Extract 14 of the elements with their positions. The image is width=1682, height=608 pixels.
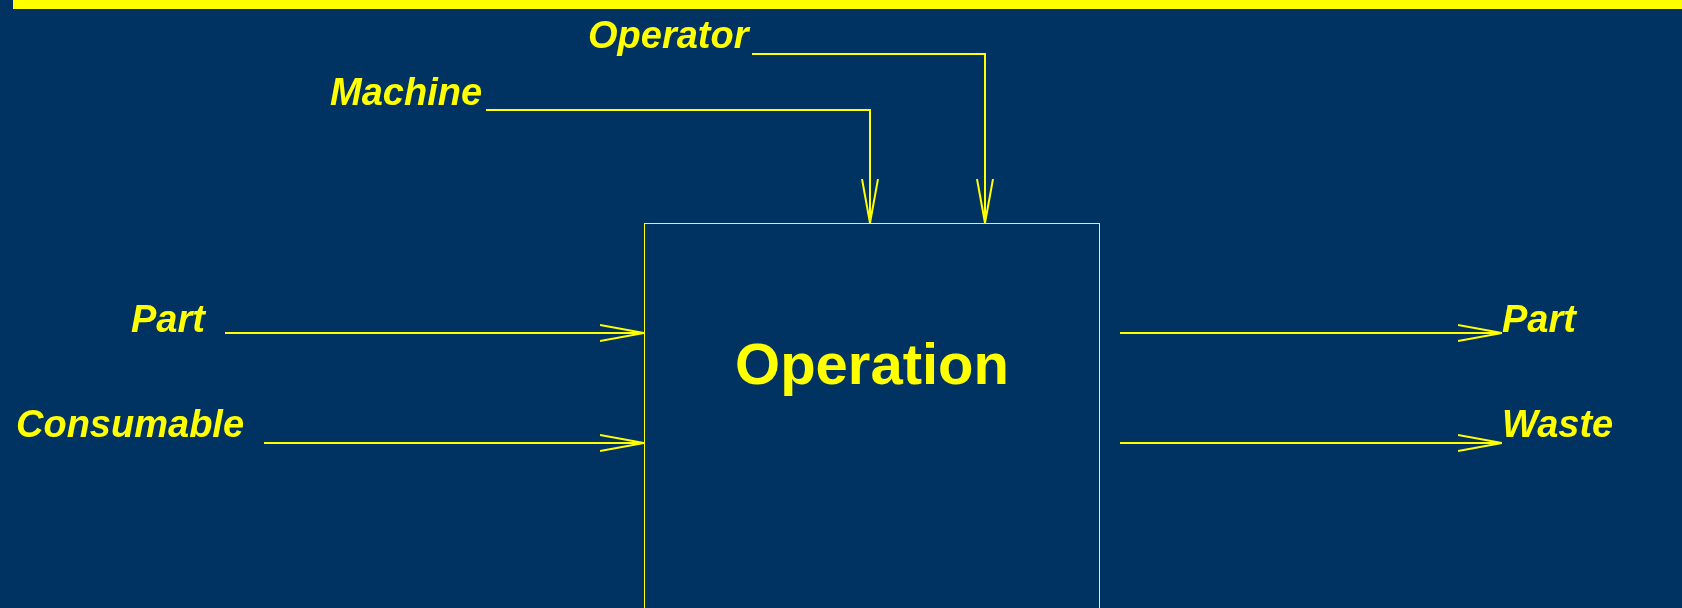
flow-label: Part <box>1502 299 1576 339</box>
arrow <box>263 434 645 452</box>
flow-label: Operator <box>588 15 749 55</box>
flow-label: Consumable <box>16 404 245 444</box>
process-title: Operation <box>735 332 1009 396</box>
arrow <box>1119 434 1503 452</box>
arrow <box>224 324 645 342</box>
arrow <box>485 109 879 224</box>
arrow <box>751 53 994 224</box>
flow-label: Machine <box>330 72 483 112</box>
flow-label: Part <box>131 299 205 339</box>
process-box <box>644 223 1100 608</box>
arrow <box>1119 324 1503 342</box>
flow-label: Waste <box>1502 404 1614 444</box>
